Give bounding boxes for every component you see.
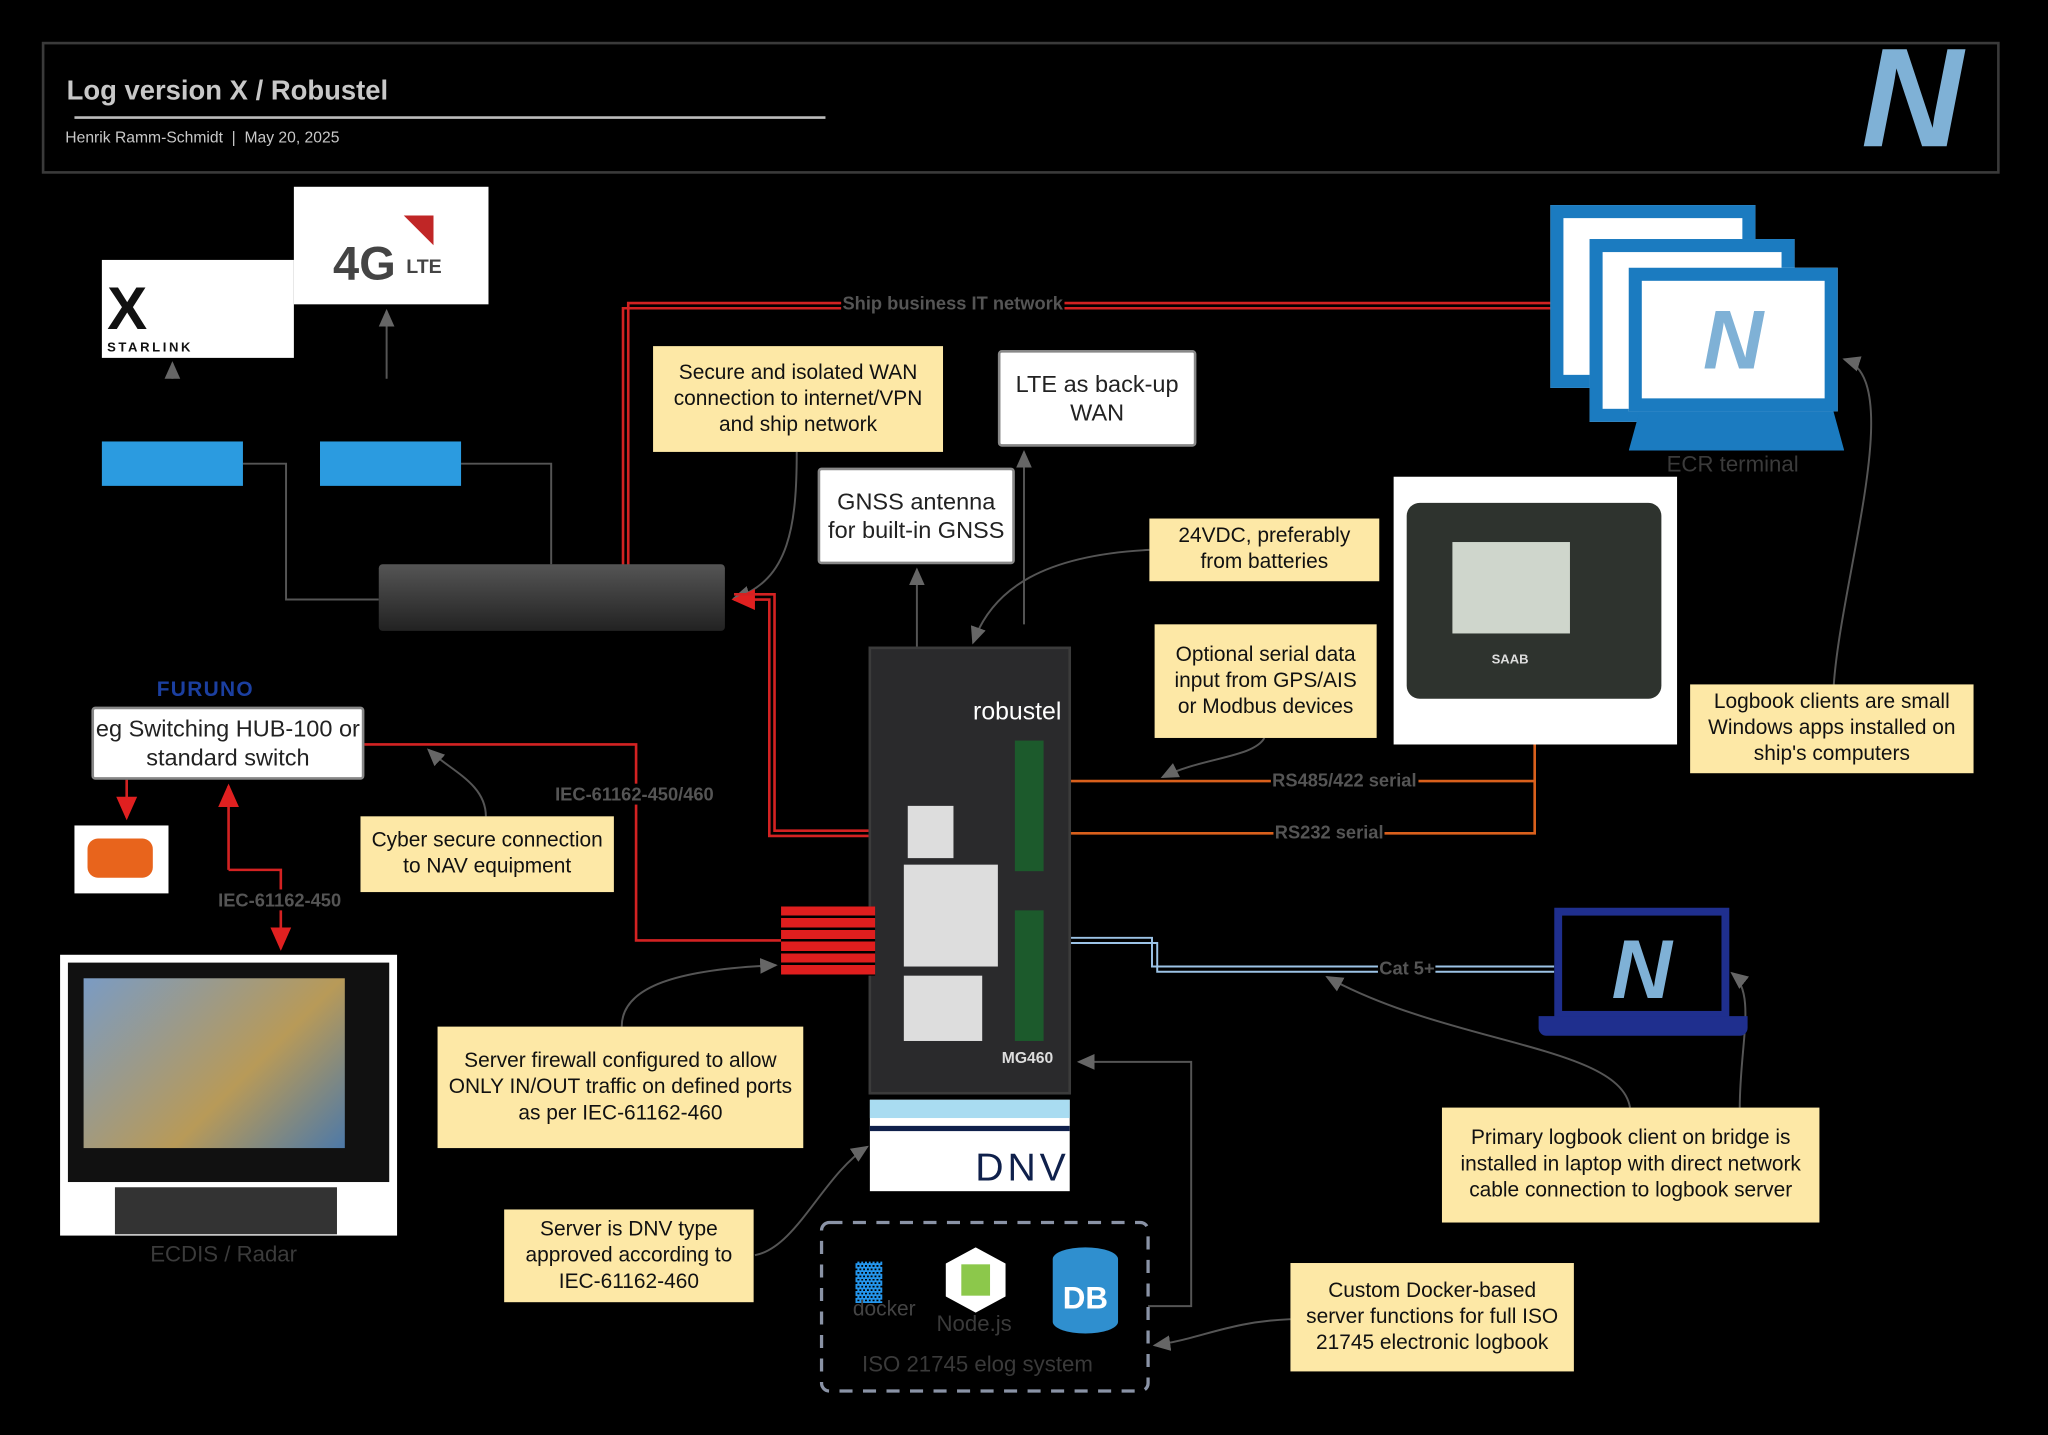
gnss-note: GNSS antenna for built-in GNSS xyxy=(817,467,1015,565)
docker-logo-text: docker xyxy=(852,1298,916,1321)
serial-terminal-block xyxy=(1014,740,1044,872)
serial-note-pointer xyxy=(1160,737,1266,779)
nodejs-icon xyxy=(945,1247,1006,1313)
eth0-to-switch-b xyxy=(734,592,869,832)
lte-router-icon xyxy=(319,441,462,486)
docker-whale-icon: ▓ xyxy=(855,1259,883,1300)
network-switch-device xyxy=(378,564,725,631)
hub-note: eg Switching HUB-100 or standard switch xyxy=(91,706,365,780)
starlink-text: STARLINK xyxy=(107,340,194,356)
4g-text: 4G xyxy=(333,236,396,290)
router2-to-switch xyxy=(461,462,553,565)
primary-note-pointer-1 xyxy=(1325,976,1632,1108)
vdr-capsule xyxy=(87,838,153,878)
clients-note: Logbook clients are small Windows apps i… xyxy=(1690,684,1974,774)
hub-to-firewall xyxy=(364,743,782,942)
primary-note: Primary logbook client on bridge is inst… xyxy=(1441,1107,1820,1223)
saab-ais-device: SAAB xyxy=(1393,476,1678,745)
bridge-laptop: N xyxy=(1554,907,1730,1019)
rs232-line xyxy=(1039,781,1536,844)
wan-note-pointer xyxy=(732,451,798,602)
dnv-stripe xyxy=(869,1125,1070,1132)
ecdis-monitor xyxy=(67,962,390,1183)
robustel-logo: robustel xyxy=(973,698,1062,727)
docker-note-pointer xyxy=(1152,1318,1291,1351)
nodejs-label: Node.js xyxy=(936,1311,1012,1337)
eth0-to-switch-a xyxy=(731,589,869,838)
rs485-label: RS485/422 serial xyxy=(1270,769,1418,791)
nodejs-cube xyxy=(961,1264,991,1296)
model-label: MG460 xyxy=(1001,1048,1054,1068)
vdr-capsule-device xyxy=(74,825,169,894)
power-note: 24VDC, preferably from batteries xyxy=(1149,518,1380,582)
hdmi-console-ports[interactable] xyxy=(903,975,983,1041)
4g-lte-logo: 4G LTE ◥ xyxy=(293,186,489,305)
page-title: Log version X / Robustel xyxy=(66,75,389,106)
database-icon: DB xyxy=(1052,1247,1119,1334)
author: Henrik Ramm-Schmidt xyxy=(65,127,223,147)
elog-system-label: ISO 21745 elog system xyxy=(862,1351,1093,1377)
cyber-note-pointer xyxy=(426,748,487,817)
dnv-note-pointer xyxy=(754,1145,869,1257)
separator: | xyxy=(231,127,236,147)
elog-system-frame xyxy=(819,1220,1150,1393)
hub-to-ecdis xyxy=(228,868,292,951)
clients-note-pointer xyxy=(1832,356,1873,685)
eth-ports[interactable] xyxy=(903,864,998,967)
firewall-note-pointer xyxy=(620,958,778,1027)
primary-note-pointer-2 xyxy=(1730,971,1750,1108)
navtor-logo: N xyxy=(1861,18,1964,177)
power-note-pointer xyxy=(970,548,1150,645)
firewall-note: Server firewall configured to allow ONLY… xyxy=(437,1026,804,1149)
elog-to-robustel xyxy=(1076,1054,1193,1308)
iec-450-460-label: IEC-61162-450/460 xyxy=(553,783,716,805)
starlink-logo: X STARLINK xyxy=(101,259,294,358)
lte-text: LTE xyxy=(406,255,442,279)
dnv-logo: DNV xyxy=(869,1099,1070,1192)
docker-note: Custom Docker-based server functions for… xyxy=(1290,1263,1574,1372)
starlink-x-icon: X xyxy=(107,274,148,343)
io-terminal-block xyxy=(1014,910,1044,1041)
saab-screen xyxy=(1452,542,1570,634)
serial-note: Optional serial data input from GPS/AIS … xyxy=(1154,624,1377,738)
laptop-base xyxy=(1538,1016,1748,1036)
ecdis-label: ECDIS / Radar xyxy=(150,1242,298,1267)
iec-450-label: IEC-61162-450 xyxy=(216,889,343,911)
firewall-icon xyxy=(781,906,876,976)
dnv-note: Server is DNV type approved according to… xyxy=(504,1209,754,1303)
lte-backup-note: LTE as back-up WAN xyxy=(997,350,1197,447)
router1-to-switch xyxy=(242,462,379,601)
cat5-label: Cat 5+ xyxy=(1377,957,1436,979)
cyber-note: Cyber secure connection to NAV equipment xyxy=(360,816,614,893)
saab-text: SAAB xyxy=(1491,653,1529,668)
ship-network-label: Ship business IT network xyxy=(841,292,1065,314)
ecr-terminal-3: N xyxy=(1628,267,1838,412)
furuno-logo: FURUNO xyxy=(156,679,254,702)
wan-note: Secure and isolated WAN connection to in… xyxy=(653,346,944,452)
ecdis-keyboard xyxy=(114,1187,337,1235)
dnv-text: DNV xyxy=(975,1146,1070,1190)
signal-icon: ◥ xyxy=(403,206,434,250)
header-frame xyxy=(41,41,2000,174)
eth0-port[interactable] xyxy=(907,805,954,859)
ecr-label: ECR terminal xyxy=(1666,451,1799,477)
ecdis-chart-screen xyxy=(83,978,345,1149)
starlink-router-icon xyxy=(101,441,243,486)
rs232-label: RS232 serial xyxy=(1273,821,1385,843)
ecdis-radar-device xyxy=(60,954,398,1236)
robustel-mg460-router: robustel MG460 xyxy=(868,646,1072,1095)
keyboard-icon xyxy=(1628,411,1845,451)
byline: Henrik Ramm-Schmidt | May 20, 2025 xyxy=(65,128,339,146)
date: May 20, 2025 xyxy=(244,127,340,147)
